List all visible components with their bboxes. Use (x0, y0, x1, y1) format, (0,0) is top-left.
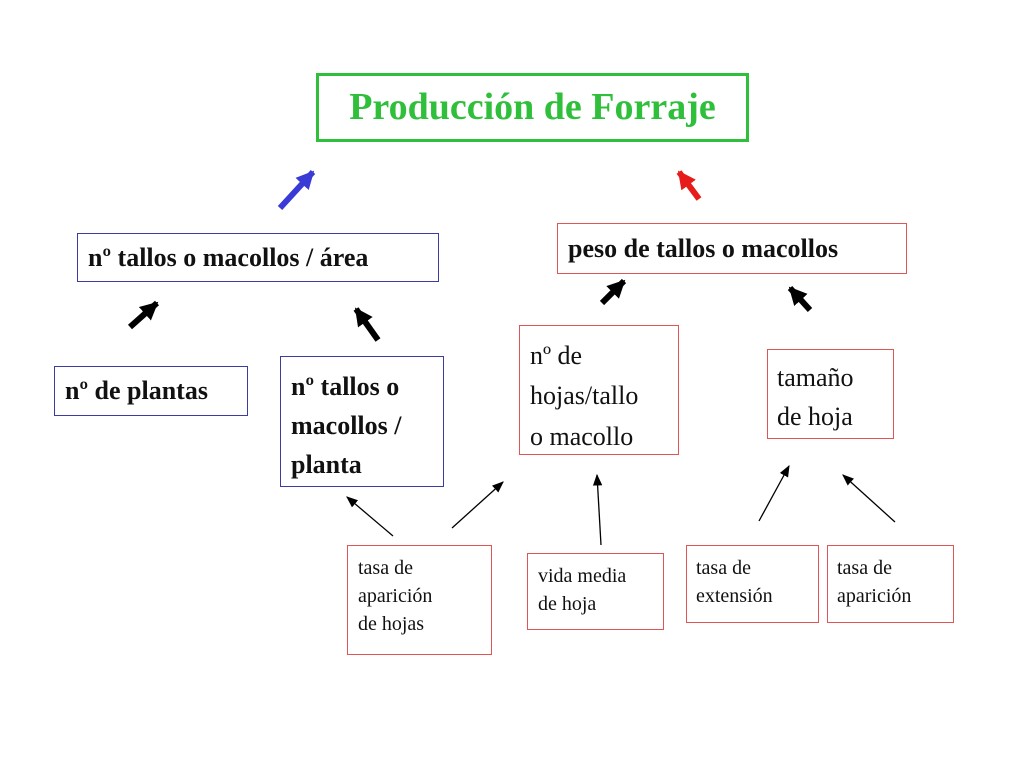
arrow-aparicion-to-tamano (842, 474, 896, 523)
node-tasa-extension-line2: extensión (696, 585, 773, 607)
node-tallos-planta-line1: nº tallos o (291, 372, 400, 401)
node-vida-media-line1: vida media (538, 565, 627, 587)
node-tallos-planta: nº tallos o macollos / planta (280, 356, 444, 487)
arrow-hojas-to-peso (599, 278, 627, 306)
node-hojas-tallo-line3: o macollo (530, 421, 634, 451)
node-tamano-hoja-line1: tamaño (777, 363, 854, 392)
arrow-aparicion-hojas-to-hojastallo (451, 481, 504, 529)
node-tallos-area: nº tallos o macollos / área (77, 233, 439, 282)
node-tasa-extension-line1: tasa de (696, 557, 751, 579)
arrow-red-to-title (676, 170, 702, 201)
node-tasa-aparicion-line1: tasa de (837, 557, 892, 579)
arrow-vida-to-hojastallo (592, 473, 603, 546)
node-peso-tallos-label: peso de tallos o macollos (568, 234, 839, 263)
node-plantas-label: nº de plantas (65, 376, 208, 405)
arrow-tallosplanta-to-area (353, 307, 381, 342)
arrow-plantas-to-area (128, 300, 159, 330)
title-text: Producción de Forraje (349, 85, 716, 128)
node-hojas-tallo-line2: hojas/tallo (530, 381, 639, 411)
arrow-extension-to-tamano (758, 464, 790, 522)
arrow-aparicion-hojas-to-tallosplanta (346, 496, 394, 537)
arrow-tamano-to-peso (787, 285, 813, 313)
node-hojas-tallo: nº de hojas/tallo o macollo (519, 325, 679, 455)
node-tasa-aparicion: tasa de aparición (827, 545, 954, 623)
arrow-blue-to-title (277, 169, 316, 211)
node-tasa-aparicion-hojas-line3: de hojas (358, 613, 425, 635)
node-vida-media: vida media de hoja (527, 553, 664, 630)
node-vida-media-line2: de hoja (538, 593, 597, 615)
node-tasa-extension: tasa de extensión (686, 545, 819, 623)
node-tasa-aparicion-hojas-line2: aparición (358, 585, 433, 607)
node-tasa-aparicion-line2: aparición (837, 585, 912, 607)
node-tallos-area-label: nº tallos o macollos / área (88, 243, 369, 272)
diagram-title: Producción de Forraje (316, 73, 749, 142)
node-peso-tallos: peso de tallos o macollos (557, 223, 907, 274)
node-tallos-planta-line3: planta (291, 450, 362, 479)
node-tasa-aparicion-hojas-line1: tasa de (358, 557, 413, 579)
node-tamano-hoja-line2: de hoja (777, 402, 853, 431)
node-hojas-tallo-line1: nº de (530, 341, 583, 370)
node-plantas: nº de plantas (54, 366, 248, 416)
node-tasa-aparicion-hojas: tasa de aparición de hojas (347, 545, 492, 655)
node-tamano-hoja: tamaño de hoja (767, 349, 894, 439)
node-tallos-planta-line2: macollos / (291, 411, 402, 440)
